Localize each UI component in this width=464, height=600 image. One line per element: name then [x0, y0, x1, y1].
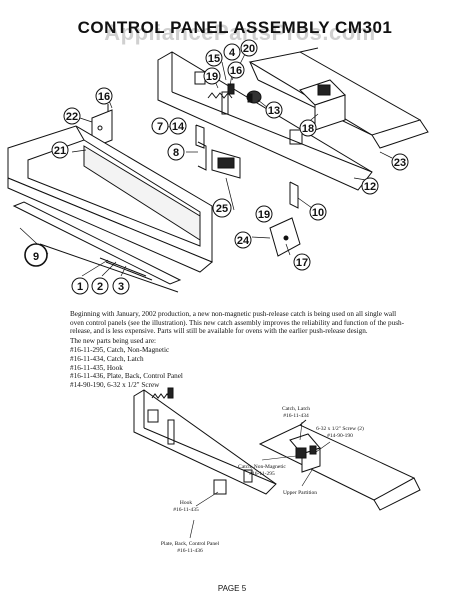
- part-9-trim-strip: [12, 201, 182, 293]
- page-number: PAGE 5: [217, 584, 247, 593]
- part-10-bracket: [289, 181, 299, 209]
- callout-7: 7: [151, 117, 169, 135]
- svg-text:9: 9: [33, 251, 39, 263]
- svg-text:18: 18: [302, 123, 314, 135]
- label-upper-partition: Upper Partition: [283, 490, 317, 496]
- note-intro: The new parts being used are:: [70, 336, 157, 345]
- service-note: Beginning with January, 2002 production,…: [70, 310, 405, 389]
- part-18-spring-catch: [207, 83, 235, 99]
- callout-17: 19: [255, 205, 273, 223]
- callout-3: 3: [112, 277, 130, 295]
- label-catch-nonmag-num: #16-11-295: [249, 471, 275, 477]
- detail-leaders: [189, 421, 331, 539]
- label-hook: Hook: [180, 500, 192, 506]
- parts-list-item: #14-90-190, 6-32 x 1/2" Screw: [70, 380, 160, 389]
- detail-catch-latch: [289, 433, 321, 473]
- callout-11: 13: [265, 101, 283, 119]
- parts-list-item: #16-11-434, Catch, Latch: [70, 354, 144, 363]
- watermark: AppliancePartsPros.com: [104, 20, 376, 45]
- label-catch-latch: Catch, Latch: [282, 406, 310, 412]
- label-plate: Plate, Back, Control Panel: [161, 541, 220, 547]
- part-21-front-panel: [7, 125, 213, 273]
- callout-15: 16: [95, 87, 113, 105]
- callout-8: 8: [167, 143, 185, 161]
- callout-1: 1: [71, 277, 89, 295]
- svg-text:25: 25: [216, 203, 228, 215]
- callout-10: 10: [309, 203, 327, 221]
- svg-text:22: 22: [66, 111, 78, 123]
- svg-text:23: 23: [394, 157, 406, 169]
- callout-14: 15: [205, 49, 223, 67]
- callout-16a: 16: [227, 61, 245, 79]
- svg-text:7: 7: [157, 121, 163, 133]
- parts-list: #16-11-295, Catch, Non-Magnetic #16-11-4…: [70, 346, 405, 389]
- svg-text:8: 8: [173, 147, 179, 159]
- callout-18: 19: [203, 67, 221, 85]
- svg-text:1: 1: [77, 281, 83, 293]
- label-catch-latch-num: #16-11-434: [283, 413, 309, 419]
- svg-text:20: 20: [243, 43, 255, 55]
- svg-text:12: 12: [364, 181, 376, 193]
- callout-19: 18: [299, 119, 317, 137]
- svg-text:16: 16: [98, 91, 110, 103]
- callout-23: 22: [63, 107, 81, 125]
- detail-back-plate: [133, 387, 277, 495]
- part-11-knob: [246, 90, 262, 104]
- svg-text:15: 15: [208, 53, 220, 65]
- svg-text:24: 24: [237, 235, 250, 247]
- callout-24: 23: [391, 153, 409, 171]
- parts-list-item: #16-11-435, Hook: [70, 363, 123, 372]
- parts-list-item: #16-11-295, Catch, Non-Magnetic: [70, 346, 170, 355]
- label-hook-num: #16-11-435: [173, 507, 199, 513]
- svg-text:16: 16: [230, 65, 242, 77]
- svg-text:19: 19: [258, 209, 270, 221]
- part-12-back-plate: [157, 51, 373, 191]
- svg-text:3: 3: [118, 281, 124, 293]
- label-screw-num: #14-90-190: [327, 433, 353, 439]
- svg-text:13: 13: [268, 105, 280, 117]
- label-catch-nonmag: Catch, Non-Magnetic: [238, 464, 286, 470]
- callout-16b: 17: [293, 253, 311, 271]
- callout-12: 12: [361, 177, 379, 195]
- callout-20: 20: [240, 39, 258, 57]
- label-plate-num: #16-11-436: [177, 548, 203, 554]
- part-22-bracket: [260, 212, 301, 257]
- svg-text:2: 2: [97, 281, 103, 293]
- detail-labels: Catch, Latch #16-11-434 6-32 x 1/2" Scre…: [161, 406, 364, 554]
- part-25-display: [211, 149, 241, 179]
- svg-text:21: 21: [54, 145, 66, 157]
- callout-9: 9: [24, 243, 48, 267]
- svg-text:4: 4: [229, 47, 236, 59]
- svg-text:17: 17: [296, 257, 308, 269]
- svg-text:14: 14: [172, 121, 185, 133]
- part-1-2-3-strips: [99, 257, 153, 281]
- callout-2: 2: [91, 277, 109, 295]
- label-screw: 6-32 x 1/2" Screw (2): [316, 425, 364, 432]
- svg-text:19: 19: [206, 71, 218, 83]
- parts-list-item: #16-11-436, Plate, Back, Control Panel: [70, 372, 183, 381]
- part-19-bracket: [299, 79, 346, 131]
- callouts: 16 22 15 4 20 19 16 13 18 7 14 8 21 23 1…: [24, 39, 409, 295]
- svg-text:10: 10: [312, 207, 324, 219]
- callout-21: 21: [51, 141, 69, 159]
- part-8-bracket: [197, 141, 207, 171]
- callout-4: 4: [223, 43, 241, 61]
- callout-22: 24: [234, 231, 252, 249]
- note-paragraph: Beginning with January, 2002 production,…: [70, 310, 405, 336]
- callout-13: 14: [169, 117, 187, 135]
- page-title: CONTROL PANEL ASSEMBLY CM301: [77, 18, 393, 37]
- callout-25: 25: [212, 198, 232, 218]
